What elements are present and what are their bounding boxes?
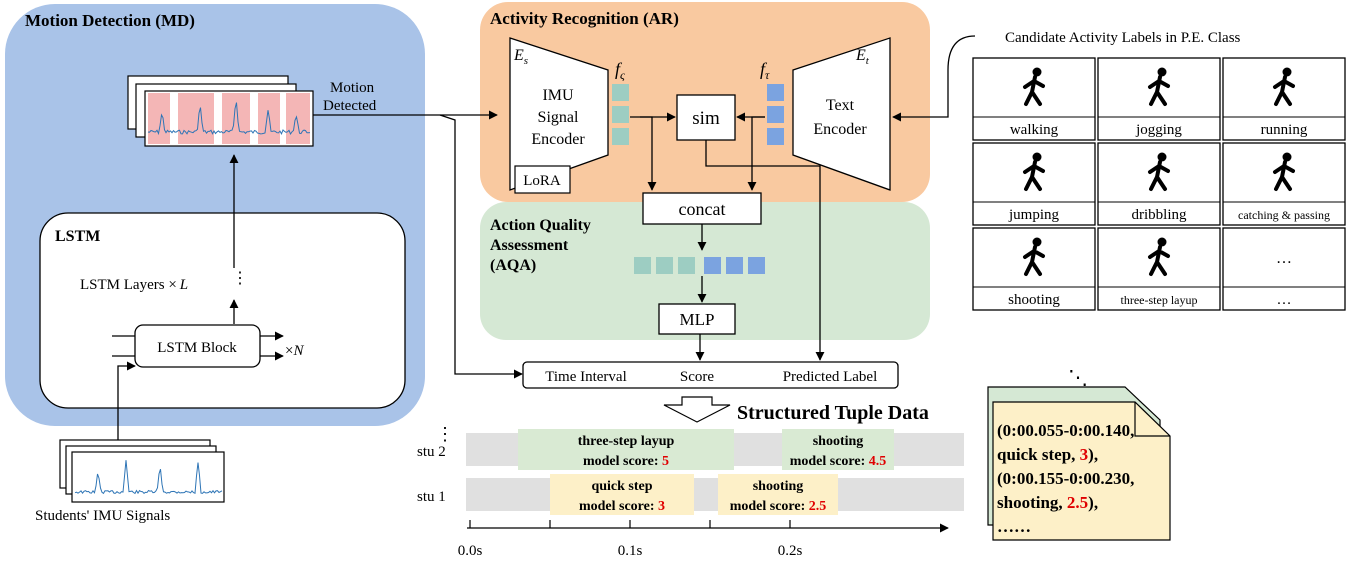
segment-score: model score: 2.5	[730, 499, 827, 514]
concat-features	[634, 257, 765, 274]
sim-label: sim	[692, 108, 720, 129]
text-feature-1	[767, 84, 784, 101]
lstm-box	[39, 212, 406, 409]
note-diag-dots: ⋱	[1068, 367, 1088, 389]
candidate-label: shooting	[1008, 292, 1060, 308]
imu-encoder-line2: Signal	[538, 109, 579, 126]
et-label: Et	[855, 47, 870, 67]
activity-figure-icon	[1273, 152, 1295, 191]
imu-encoder-line3: Encoder	[531, 131, 585, 148]
segment-score: model score: 4.5	[790, 454, 887, 469]
students-imu-label: Students' IMU Signals	[35, 508, 170, 524]
down-arrow	[663, 396, 731, 423]
tuple-line: (0:00.055-0:00.140,	[997, 421, 1134, 440]
lstm-dots: ⋮	[232, 270, 248, 287]
students-imu-signals	[59, 439, 225, 503]
tuple-line: shooting, 2.5),	[997, 493, 1098, 512]
activity-figure-icon	[1148, 67, 1170, 106]
predicted-label-label: Predicted Label	[783, 369, 878, 385]
tuple-line: (0:00.155-0:00.230,	[997, 469, 1134, 488]
candidate-label: …	[1277, 292, 1292, 308]
lora-label: LoRA	[523, 173, 561, 189]
lstm-block	[134, 324, 261, 368]
text-encoder-line2: Encoder	[813, 121, 867, 138]
timeline-tick-label: 0.0s	[458, 543, 483, 559]
timeline-tick-label: 0.2s	[778, 543, 803, 559]
segment-score: model score: 5	[583, 454, 669, 469]
imu-feature-1	[612, 84, 629, 101]
aqa-title-3: (AQA)	[490, 257, 536, 274]
segment-activity: three-step layup	[578, 434, 675, 449]
tuple-line: quick step, 3),	[997, 445, 1098, 464]
activity-figure-icon	[1023, 152, 1045, 191]
segment-activity: shooting	[753, 479, 804, 494]
structured-title: Structured Tuple Data	[737, 402, 929, 424]
md-title: Motion Detection (MD)	[25, 11, 195, 30]
candidate-label: jogging	[1135, 122, 1182, 138]
ft-label: fτ	[760, 59, 770, 82]
text-feature-3	[767, 128, 784, 145]
text-encoder-line1: Text	[826, 97, 855, 114]
score-label: Score	[680, 369, 714, 385]
candidate-label: catching & passing	[1238, 208, 1330, 222]
timeline-segment	[782, 429, 894, 470]
ar-title: Activity Recognition (AR)	[490, 9, 679, 28]
aqa-title-2: Assessment	[490, 237, 569, 254]
timeline-row-label: stu 1	[417, 489, 446, 505]
activity-figure-icon	[1148, 152, 1170, 191]
lstm-layers-label: LSTM Layers ×L	[80, 277, 188, 293]
lstm-block-rep: ×N	[285, 343, 304, 359]
imu-encoder-line1: IMU	[542, 87, 574, 104]
candidate-label: dribbling	[1132, 207, 1187, 223]
timeline-segment	[518, 429, 734, 470]
tuple-note	[992, 401, 1171, 541]
timeline-row-label: stu 2	[417, 444, 446, 460]
concat-label: concat	[679, 199, 726, 219]
timeline-vertical-dots: ⋮	[436, 424, 454, 444]
candidate-label: running	[1261, 122, 1308, 138]
lora-box	[514, 165, 571, 194]
segment-activity: quick step	[591, 479, 652, 494]
lstm-block-label: LSTM Block	[157, 340, 237, 356]
timeline-segment	[718, 474, 838, 515]
lstm-title: LSTM	[55, 228, 100, 245]
activity-figure-icon	[1023, 237, 1045, 276]
output-box	[522, 361, 899, 389]
activity-figure-icon	[1273, 67, 1295, 106]
mlp-box	[658, 303, 736, 335]
activity-figure-icon	[1023, 67, 1045, 106]
segment-activity: shooting	[813, 434, 864, 449]
candidate-label: walking	[1010, 122, 1059, 138]
candidate-cell	[1222, 227, 1346, 311]
mlp-label: MLP	[680, 310, 715, 329]
time-interval-label: Time Interval	[545, 369, 627, 385]
motion-detected-label-2: Detected	[323, 98, 377, 114]
sim-box	[676, 94, 736, 141]
timeline-segment	[550, 474, 694, 515]
concat-box	[642, 192, 762, 225]
tuple-line: ……	[997, 517, 1031, 536]
motion-detected-label-1: Motion	[330, 80, 375, 96]
timeline-track	[466, 478, 964, 511]
aqa-title-1: Action Quality	[490, 217, 591, 234]
imu-feature-2	[612, 106, 629, 123]
imu-feature-3	[612, 128, 629, 145]
candidates-title: Candidate Activity Labels in P.E. Class	[1005, 30, 1241, 46]
segment-score: model score: 3	[579, 499, 665, 514]
fs-label: fς	[615, 59, 625, 82]
text-encoder	[792, 37, 891, 191]
candidate-label: jumping	[1008, 207, 1060, 223]
timeline-tick-label: 0.1s	[618, 543, 643, 559]
note-fold	[1134, 402, 1170, 437]
motion-detected-signals	[127, 75, 314, 147]
es-label: Es	[513, 47, 528, 67]
text-feature-2	[767, 106, 784, 123]
candidate-ellipsis-top: …	[1276, 250, 1292, 267]
activity-figure-icon	[1148, 237, 1170, 276]
candidate-label: three-step layup	[1121, 293, 1198, 307]
imu-signal-encoder	[509, 37, 609, 191]
